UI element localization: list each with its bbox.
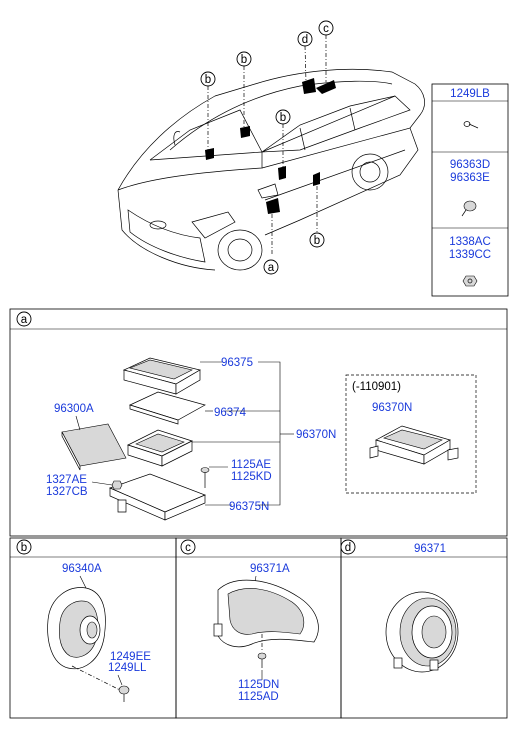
amp-cover <box>122 357 201 395</box>
part-1327AE: 1327AE <box>46 474 87 486</box>
speaker-bolt <box>118 685 130 702</box>
sidebar-table: 1249LB 96363D 96363E 1338AC 1339CC <box>431 83 509 297</box>
section-b: b 96340A 1249EE 1249LL <box>9 537 177 719</box>
speaker-location-tail1 <box>302 78 316 94</box>
car-illustration <box>117 68 425 271</box>
part-96340A: 96340A <box>62 563 102 575</box>
amp-cover-plate <box>61 423 127 471</box>
part-1125AE: 1125AE <box>231 459 271 471</box>
amp-board <box>129 391 206 425</box>
marker-b-4: b <box>309 232 325 248</box>
section-d-marker: d <box>345 542 351 554</box>
tweeter-bracket <box>213 579 319 648</box>
marker-a-car: a <box>263 259 279 275</box>
part-1339CC: 1339CC <box>449 249 491 261</box>
marker-b-1: b <box>200 71 216 87</box>
section-b-marker: b <box>21 542 27 554</box>
svg-text:b: b <box>205 74 211 86</box>
marker-b-3: b <box>275 109 291 125</box>
marker-b-2: b <box>236 51 252 67</box>
part-1338AC: 1338AC <box>449 236 491 248</box>
part-1125DN: 1125DN <box>238 679 279 691</box>
svg-text:d: d <box>302 34 308 46</box>
speaker-location-tail2 <box>316 80 336 94</box>
part-96370N-inset: 96370N <box>372 402 412 414</box>
part-1125KD: 1125KD <box>231 471 272 483</box>
amp-assembly-inset <box>369 425 459 465</box>
speaker-location-rear <box>240 126 250 138</box>
bracket-bolt <box>257 652 267 668</box>
section-a-marker: a <box>21 314 28 326</box>
part-1249EE: 1249EE <box>110 651 151 663</box>
part-1125AD: 1125AD <box>238 691 279 703</box>
inset-date: (-110901) <box>352 381 401 393</box>
screw-icon <box>463 121 479 129</box>
part-96374: 96374 <box>214 407 247 419</box>
part-1249LB: 1249LB <box>450 88 490 100</box>
part-96371: 96371 <box>414 543 446 555</box>
svg-text:a: a <box>268 262 275 274</box>
svg-text:b: b <box>241 54 247 66</box>
part-96300A: 96300A <box>54 403 94 415</box>
section-d: d 96371 <box>340 537 508 719</box>
clip-icon <box>461 200 477 217</box>
part-96375: 96375 <box>221 357 253 369</box>
part-1249LL: 1249LL <box>108 662 147 674</box>
marker-d-car: d <box>297 31 313 47</box>
part-96371A: 96371A <box>250 563 290 575</box>
door-speaker <box>47 587 106 670</box>
svg-text:b: b <box>280 112 286 124</box>
speaker-location-front <box>266 198 280 214</box>
section-c: c 96371A 1125DN 1125AD <box>175 537 342 719</box>
speaker-location-door <box>278 166 286 180</box>
amp-nut <box>111 480 123 490</box>
svg-text:c: c <box>323 23 329 35</box>
part-96375N: 96375N <box>229 501 269 513</box>
marker-c-car: c <box>318 20 334 36</box>
tweeter <box>385 591 459 673</box>
part-1327CB: 1327CB <box>46 486 88 498</box>
amp-chassis <box>127 429 193 467</box>
car-leaders <box>207 35 327 256</box>
nut-icon <box>462 275 478 287</box>
part-96363D: 96363D <box>450 159 490 171</box>
amp-bracket <box>109 473 206 521</box>
part-96363E: 96363E <box>450 172 490 184</box>
svg-text:b: b <box>314 235 320 247</box>
speaker-location-rdoor <box>313 172 320 186</box>
amp-screw <box>200 467 210 488</box>
section-a: a 96375 96374 96300A <box>9 308 508 537</box>
part-96370N: 96370N <box>296 429 336 441</box>
speaker-location-dash <box>205 148 214 160</box>
section-c-marker: c <box>185 542 191 554</box>
